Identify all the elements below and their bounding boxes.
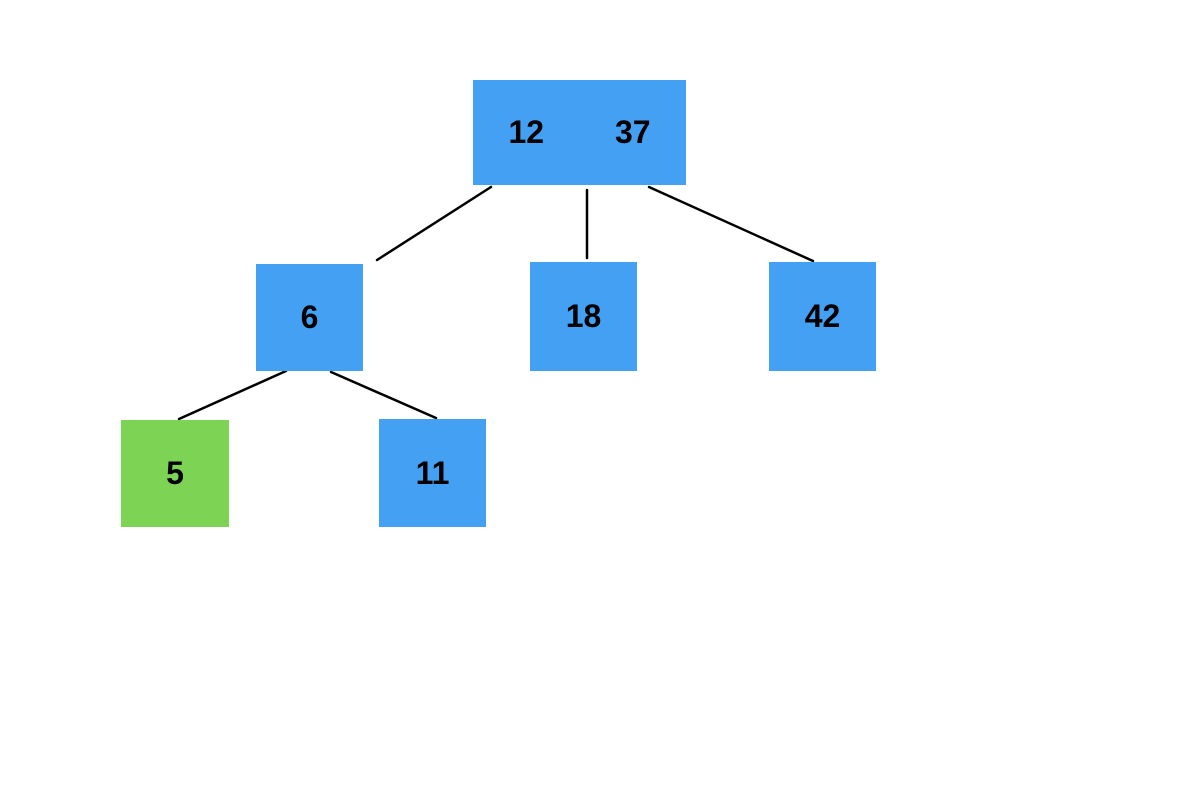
node-key: 11 [415,454,450,491]
tree-node-5-highlighted[interactable]: 5 [121,420,229,527]
tree-node-root[interactable]: 12 37 [473,80,686,185]
edge-root-to-42 [647,185,815,263]
node-key: 5 [166,455,184,491]
edge-root-to-6 [375,185,493,262]
edge-6-to-5 [177,369,288,421]
tree-node-11[interactable]: 11 [379,419,486,527]
node-key: 42 [804,298,841,334]
tree-node-6[interactable]: 6 [256,264,363,371]
tree-node-18[interactable]: 18 [530,262,637,371]
node-key: 37 [614,114,651,150]
node-key: 12 [508,114,545,150]
node-key: 18 [565,298,602,334]
node-key: 6 [300,299,319,335]
edge-6-to-11 [329,370,438,420]
tree-node-42[interactable]: 42 [769,262,876,371]
